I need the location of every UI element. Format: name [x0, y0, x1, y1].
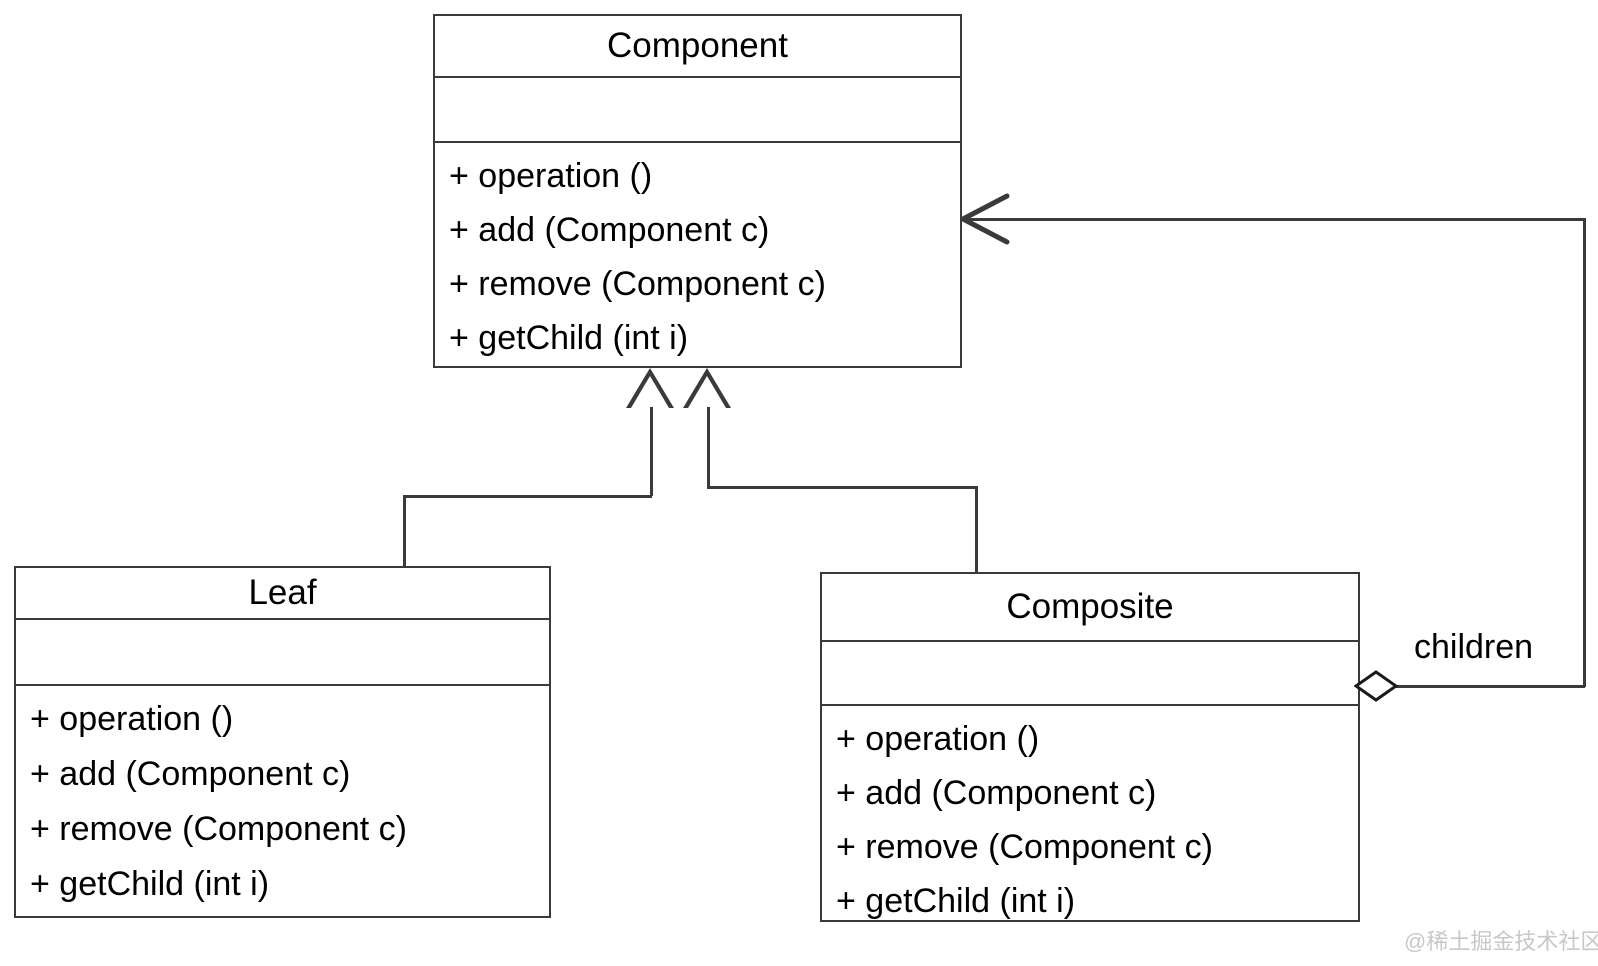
class-methods-composite: + operation () + add (Component c) + rem… — [822, 706, 1358, 920]
class-box-component[interactable]: Component + operation () + add (Componen… — [433, 14, 962, 368]
generalization-line-leaf-drop — [403, 495, 406, 568]
class-box-leaf[interactable]: Leaf + operation () + add (Component c) … — [14, 566, 551, 918]
method-row: + operation () — [836, 720, 1040, 758]
generalization-line-composite-vertical — [707, 407, 710, 487]
method-row: + getChild (int i) — [449, 319, 689, 357]
class-title-component: Component — [435, 16, 960, 78]
method-row: + add (Component c) — [30, 755, 351, 793]
generalization-line-composite-drop — [975, 486, 978, 574]
watermark-text: @稀土掘金技术社区 — [1404, 929, 1598, 954]
hollow-triangle-fill — [688, 376, 726, 408]
hollow-triangle-fill — [631, 376, 669, 408]
class-attributes-composite — [822, 642, 1358, 706]
method-row: + getChild (int i) — [836, 882, 1076, 920]
aggregation-line-right — [1583, 218, 1586, 687]
generalization-line-composite-horizontal — [707, 486, 977, 489]
class-attributes-leaf — [16, 620, 549, 686]
class-attributes-component — [435, 78, 960, 143]
class-box-composite[interactable]: Composite + operation () + add (Componen… — [820, 572, 1360, 922]
method-row: + remove (Component c) — [449, 265, 826, 303]
generalization-line-leaf-horizontal — [403, 495, 652, 498]
method-row: + remove (Component c) — [836, 828, 1213, 866]
aggregation-line-top — [963, 218, 1585, 221]
method-row: + add (Component c) — [449, 211, 770, 249]
method-row: + operation () — [449, 157, 653, 195]
open-arrowhead-icon — [960, 193, 1010, 245]
class-methods-component: + operation () + add (Component c) + rem… — [435, 143, 960, 362]
method-row: + getChild (int i) — [30, 865, 270, 903]
class-methods-leaf: + operation () + add (Component c) + rem… — [16, 686, 549, 916]
method-row: + operation () — [30, 700, 234, 738]
aggregation-line-bottom — [1390, 685, 1585, 688]
class-title-composite: Composite — [822, 574, 1358, 642]
hollow-diamond-icon — [1354, 670, 1398, 702]
class-title-leaf: Leaf — [16, 568, 549, 620]
method-row: + remove (Component c) — [30, 810, 407, 848]
association-label-children: children — [1414, 628, 1534, 666]
generalization-line-leaf-vertical — [650, 407, 653, 496]
method-row: + add (Component c) — [836, 774, 1157, 812]
